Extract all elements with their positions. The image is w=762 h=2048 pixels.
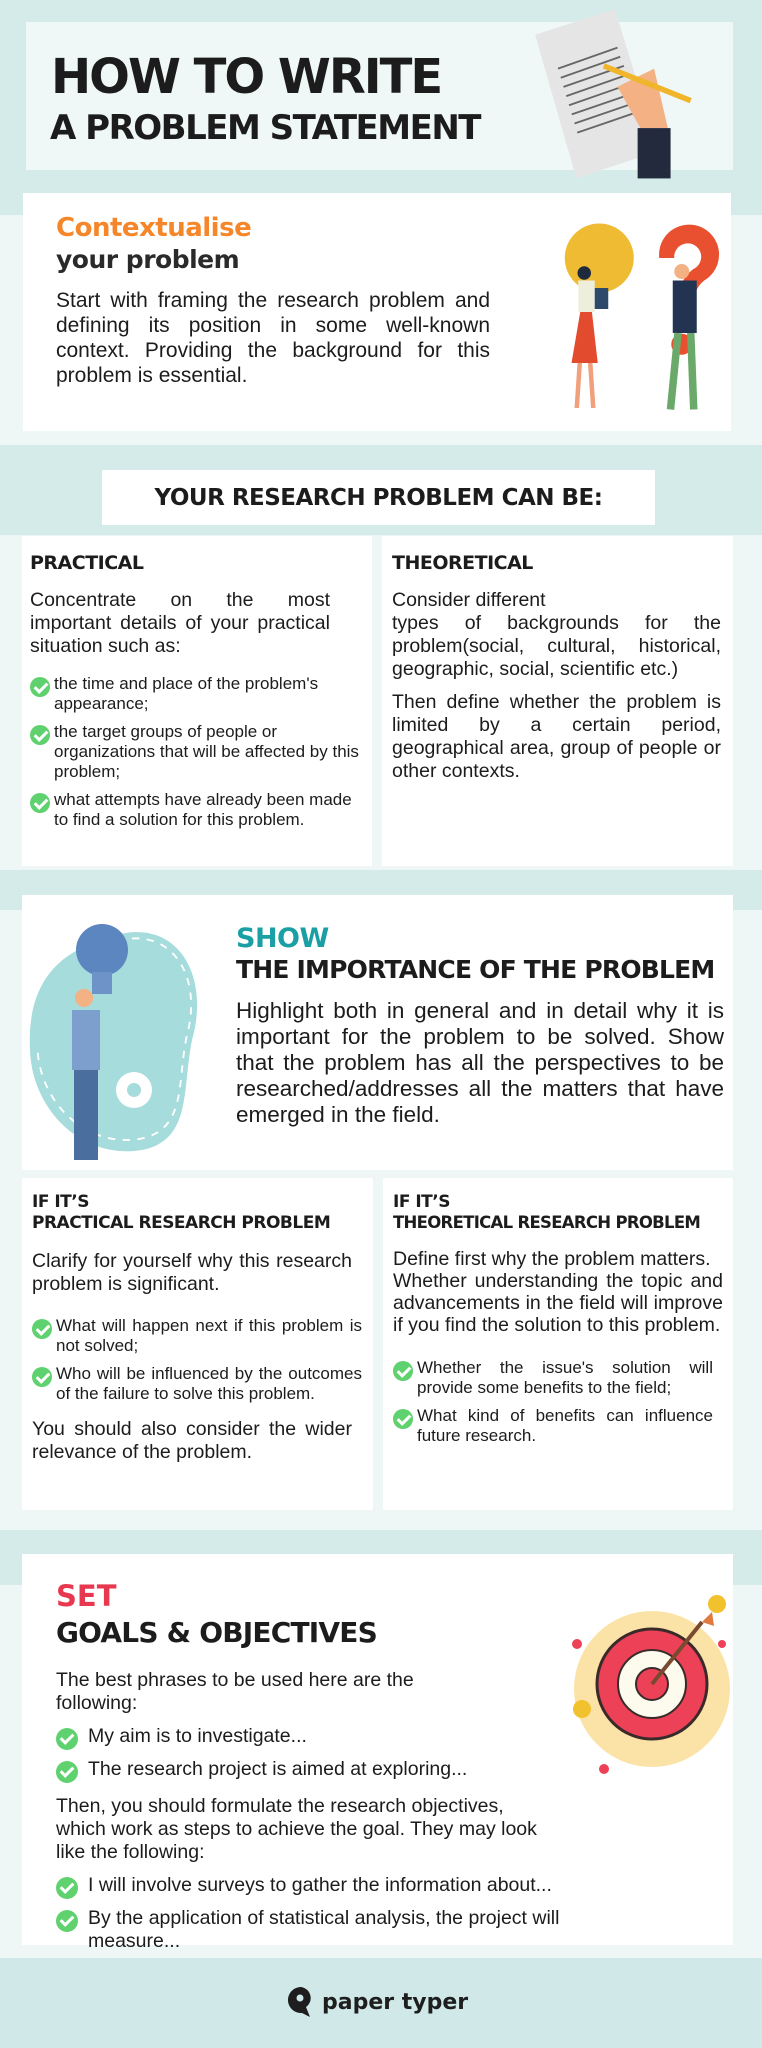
goals-middle: Then, you should formulate the research … [56,1795,537,1863]
theoretical-body2: Then define whether the problem is limit… [392,691,721,782]
research-problem-banner: YOUR RESEARCH PROBLEM CAN BE: [102,470,655,525]
check-icon [32,1367,52,1387]
theoretical-line1: Consider different [392,589,546,611]
list-item: I will involve surveys to gather the inf… [56,1874,576,1899]
check-icon [30,793,50,813]
brand-logo: paper typer [288,1985,468,2019]
check-icon [393,1409,413,1429]
practical-research-outro: You should also consider the wider relev… [32,1418,352,1463]
title-line2: A PROBLEM STATEMENT [50,108,481,148]
check-icon [32,1319,52,1339]
list-item: My aim is to investigate... [56,1725,576,1750]
show-subtitle: THE IMPORTANCE OF THE PROBLEM [236,955,715,984]
banner-text: YOUR RESEARCH PROBLEM CAN BE: [154,484,603,511]
list-item: What will happen next if this problem is… [32,1316,362,1356]
list-item: Whether the issue's solution will provid… [393,1358,713,1398]
man-puzzle-lightbulb-icon [29,924,198,1160]
title-line1: HOW TO WRITE [51,49,443,105]
theoretical-research-card: IF IT’S THEORETICAL RESEARCH PROBLEM Def… [383,1178,733,1510]
check-icon [30,677,50,697]
practical-research-intro: Clarify for yourself why this research p… [32,1250,352,1295]
check-icon [56,1877,78,1899]
target-arrow-icon [572,1595,730,1774]
show-body: Highlight both in general and in detail … [236,998,724,1127]
show-card: SHOW THE IMPORTANCE OF THE PROBLEM Highl… [22,895,733,1170]
practical-research-title2: PRACTICAL RESEARCH PROBLEM [32,1213,331,1233]
hand-writing-document-icon [535,9,692,179]
list-item: What kind of benefits can influence futu… [393,1406,713,1446]
theoretical-card: THEORETICAL Consider different types of … [382,536,733,866]
practical-title: PRACTICAL [30,552,144,574]
theoretical-research-title1: IF IT’S [393,1192,450,1212]
goals-card: SET GOALS & OBJECTIVES The best phrases … [22,1554,733,1952]
theoretical-research-intro1: Define first why the problem matters. [393,1248,711,1270]
theoretical-research-intro2: Whether understanding the topic and adva… [393,1270,723,1336]
list-item: the time and place of the problem's appe… [30,674,364,714]
goals-intro: The best phrases to be used here are the… [56,1669,414,1714]
list-item: The research project is aimed at explori… [56,1758,576,1783]
theoretical-title: THEORETICAL [392,552,533,574]
check-icon [56,1728,78,1750]
contextualise-subtitle: your problem [56,245,240,274]
contextualise-body: Start with framing the research problem … [56,289,490,387]
check-icon [56,1761,78,1783]
check-icon [393,1361,413,1381]
goals-subtitle: GOALS & OBJECTIVES [56,1616,378,1649]
footer-band [0,1958,762,2048]
practical-card: PRACTICAL Concentrate on the most import… [22,536,372,866]
paper-typer-logo-icon [288,1987,311,2017]
check-icon [56,1910,78,1932]
people-lightbulb-question-icon [564,223,720,410]
list-item: By the application of statistical analys… [56,1907,576,1953]
theoretical-body: types of backgrounds for the problem(soc… [392,612,721,680]
contextualise-title: Contextualise [56,213,252,243]
list-item: Who will be influenced by the outcomes o… [32,1364,362,1404]
contextualise-card: Contextualise your problem Start with fr… [23,193,731,431]
practical-research-card: IF IT’S PRACTICAL RESEARCH PROBLEM Clari… [22,1178,373,1510]
theoretical-research-title2: THEORETICAL RESEARCH PROBLEM [393,1213,701,1232]
check-icon [30,725,50,745]
goals-title: SET [56,1579,117,1613]
practical-intro: Concentrate on the most important detail… [30,589,330,657]
brand-name: paper typer [322,1989,469,2015]
show-title: SHOW [236,923,329,954]
list-item: what attempts have already been made to … [30,790,364,830]
practical-research-title1: IF IT’S [32,1192,89,1212]
list-item: the target groups of people or organizat… [30,722,364,782]
